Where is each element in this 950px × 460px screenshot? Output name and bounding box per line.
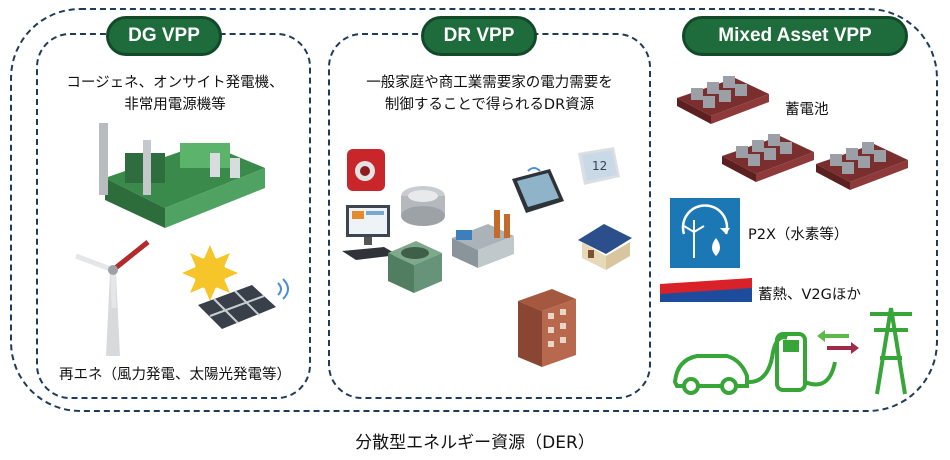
solar-panel-icon	[182, 245, 289, 329]
computer-icon	[342, 205, 398, 260]
tablet-icon	[512, 167, 564, 213]
battery-label: 蓄電池	[785, 102, 829, 118]
house-icon	[578, 224, 632, 270]
dr-vpp-desc-line1: 一般家庭や商工業需要家の電力需要を	[366, 75, 613, 91]
air-conditioner-icon	[388, 241, 442, 293]
dr-vpp-title: DR VPP	[421, 16, 537, 56]
footer-caption: 分散型エネルギー資源（DER）	[355, 433, 595, 453]
water-heater-icon	[347, 149, 385, 191]
battery-icon-2	[722, 134, 814, 182]
power-tower-icon	[870, 307, 912, 395]
dg-vpp-desc-line2: 非常用電源機等	[124, 97, 226, 113]
ev-charging-icon	[672, 330, 859, 395]
dg-vpp-title: DG VPP	[106, 16, 222, 56]
p2x-label: P2X（水素等）	[748, 227, 849, 243]
battery-icon-3	[816, 142, 908, 190]
mixed-asset-vpp-title: Mixed Asset VPP	[682, 16, 908, 56]
dg-vpp-desc-line1: コージェネ、オンサイト発電機、	[66, 75, 284, 91]
battery-icon	[677, 76, 769, 124]
apartment-building-icon	[518, 289, 576, 367]
wind-turbine-icon	[75, 240, 150, 356]
heat-v2g-label: 蓄熱、V2Gほか	[758, 287, 861, 303]
dr-vpp-desc-line2: 制御することで得られるDR資源	[384, 97, 595, 113]
smart-meter-icon	[401, 186, 445, 226]
dg-vpp-bottom-label: 再エネ（風力発電、太陽光発電等）	[59, 367, 291, 383]
p2x-icon	[670, 198, 740, 268]
heat-storage-icon	[660, 278, 752, 302]
thermostat-icon: 12	[578, 147, 620, 185]
factory-small-icon	[452, 210, 514, 268]
factory-icon	[99, 123, 265, 228]
der-outer-frame	[10, 8, 938, 412]
svg-text:12: 12	[592, 159, 607, 173]
